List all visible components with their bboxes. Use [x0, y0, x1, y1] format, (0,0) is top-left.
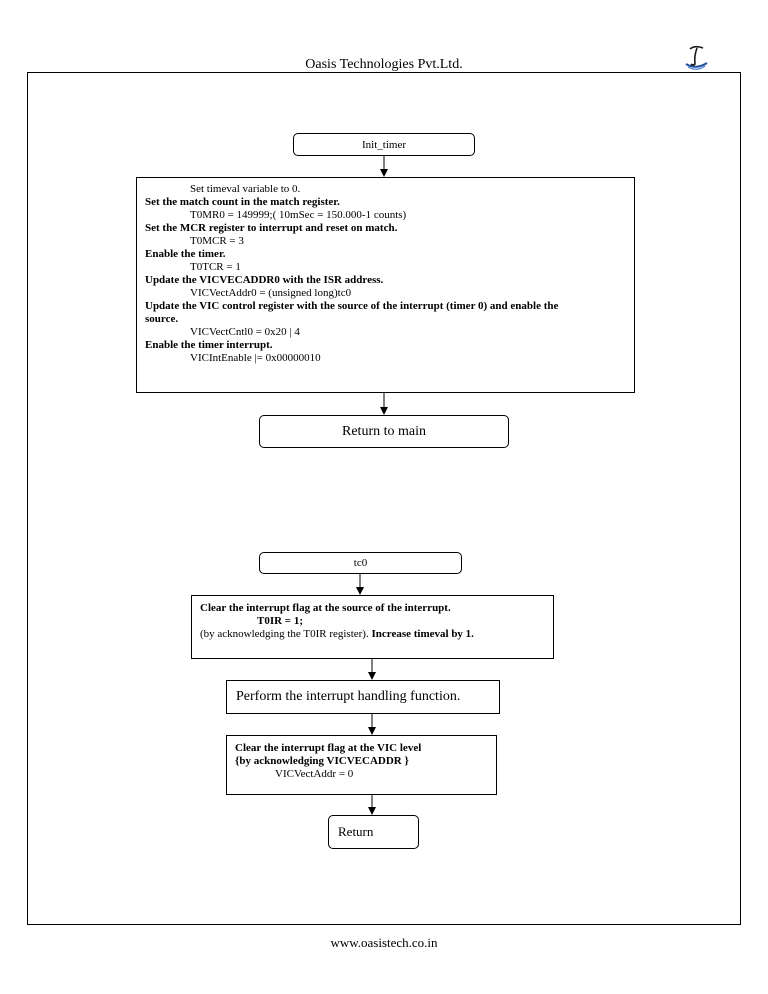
- step-line: Update the VIC control register with the…: [145, 300, 559, 312]
- init-timer-steps-box: Set timeval variable to 0. Set the match…: [136, 177, 635, 393]
- perform-handling-box: Perform the interrupt handling function.: [226, 680, 500, 714]
- clear-source-line2: T0IR = 1;: [257, 615, 303, 627]
- return-terminal: Return: [328, 815, 419, 849]
- clear-source-flag-box: Clear the interrupt flag at the source o…: [191, 595, 554, 659]
- step-line: Set timeval variable to 0.: [190, 183, 301, 195]
- clear-vic-flag-box: Clear the interrupt flag at the VIC leve…: [226, 735, 497, 795]
- clear-source-line3-bold: Increase timeval by 1.: [371, 628, 474, 640]
- init-timer-terminal: Init_timer: [293, 133, 475, 156]
- step-line: T0MR0 = 149999;( 10mSec = 150.000-1 coun…: [190, 209, 407, 221]
- step-line: VICIntEnable |= 0x00000010: [190, 352, 321, 364]
- step-line: VICVectAddr0 = (unsigned long)tc0: [190, 287, 352, 299]
- clear-vic-line1: Clear the interrupt flag at the VIC leve…: [235, 742, 422, 754]
- footer-url: www.oasistech.co.in: [330, 935, 438, 950]
- page-frame: [27, 72, 741, 925]
- step-line: Enable the timer interrupt.: [145, 339, 273, 351]
- step-line: VICVectCntl0 = 0x20 | 4: [190, 326, 300, 338]
- clear-vic-line2: {by acknowledging VICVECADDR }: [235, 755, 409, 767]
- step-line: T0MCR = 3: [190, 235, 244, 247]
- step-line: Set the match count in the match registe…: [145, 196, 340, 208]
- step-line: Enable the timer.: [145, 248, 226, 260]
- return-to-main-terminal: Return to main: [259, 415, 509, 448]
- tc0-terminal: tc0: [259, 552, 462, 574]
- company-logo-icon: [681, 44, 711, 72]
- step-line: Set the MCR register to interrupt and re…: [145, 222, 398, 234]
- clear-source-line3-plain: (by acknowledging the T0IR register).: [200, 628, 372, 640]
- header-company-name: Oasis Technologies Pvt.Ltd.: [305, 57, 463, 72]
- step-line: source.: [145, 313, 179, 325]
- step-line: T0TCR = 1: [190, 261, 241, 273]
- step-line: Update the VICVECADDR0 with the ISR addr…: [145, 274, 384, 286]
- clear-vic-line3: VICVectAddr = 0: [275, 768, 354, 780]
- clear-source-line1: Clear the interrupt flag at the source o…: [200, 602, 451, 614]
